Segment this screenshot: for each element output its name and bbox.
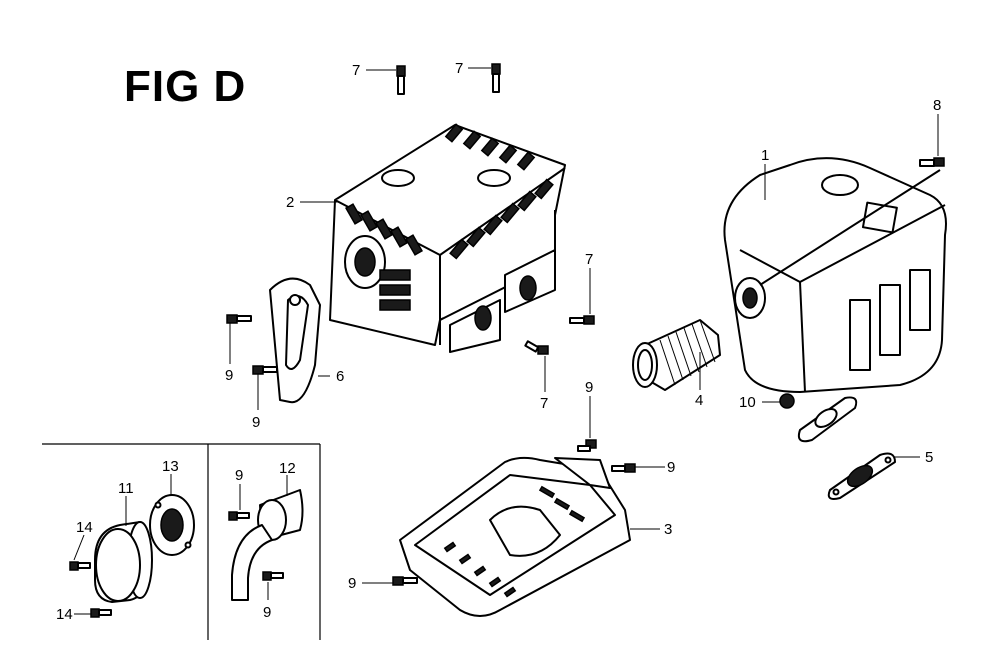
muffler-flange-part	[797, 396, 858, 443]
callout-7: 7	[352, 62, 360, 79]
bolt-9d	[611, 463, 636, 473]
base-plate-part	[399, 456, 631, 617]
bolt-9c	[577, 439, 597, 452]
callout-14: 14	[76, 519, 93, 536]
callout-13: 13	[162, 458, 179, 475]
bolt-9f	[228, 511, 250, 521]
callout-9: 9	[348, 575, 356, 592]
callout-7: 7	[540, 395, 548, 412]
bolt-9a	[226, 314, 252, 324]
callout-11: 11	[118, 480, 134, 497]
bolt-7b	[491, 63, 501, 93]
inset-frame	[42, 443, 321, 640]
callout-9: 9	[252, 414, 260, 431]
nut-10	[779, 393, 795, 409]
bolt-7a	[396, 65, 406, 95]
bolt-8	[919, 157, 945, 167]
callout-labels: 7 7 8 1 2 7 9 6 9 7 4 10 9 9 5 3 9 13 11…	[56, 60, 941, 623]
bolt-14b	[90, 608, 112, 618]
bolt-9b	[252, 365, 278, 375]
protector-vents	[345, 123, 554, 260]
bolt-7d	[524, 340, 549, 355]
callout-8: 8	[933, 97, 941, 114]
bolt-7c	[569, 315, 595, 325]
bolt-14a	[69, 561, 91, 571]
flange-gasket-part	[149, 494, 195, 556]
bolt-9g	[262, 571, 284, 581]
exhaust-guard-part	[269, 277, 321, 404]
callout-9: 9	[585, 379, 593, 396]
base-plate-slots	[443, 485, 586, 598]
gasket-part	[827, 452, 896, 500]
muffler-cover-part	[94, 521, 153, 603]
callout-12: 12	[279, 460, 296, 477]
spark-arrester-part	[632, 319, 721, 391]
callout-7: 7	[585, 251, 593, 268]
callout-10: 10	[739, 394, 756, 411]
bolts	[69, 63, 945, 618]
callout-5: 5	[925, 449, 933, 466]
callout-2: 2	[286, 194, 294, 211]
callout-14: 14	[56, 606, 73, 623]
callout-9: 9	[667, 459, 675, 476]
callout-1: 1	[761, 147, 769, 164]
callout-3: 3	[664, 521, 672, 538]
callout-7: 7	[455, 60, 463, 77]
callout-9: 9	[263, 604, 271, 621]
exhaust-pipe-part	[231, 489, 304, 601]
muffler-protector-part	[329, 123, 566, 353]
callout-9: 9	[235, 467, 243, 484]
callout-4: 4	[695, 392, 703, 409]
callout-9: 9	[225, 367, 233, 384]
bolt-9e	[392, 576, 418, 586]
leader-lines	[73, 67, 939, 615]
callout-6: 6	[336, 368, 344, 385]
figure-title: FIG D	[124, 62, 247, 111]
muffler-part	[723, 157, 947, 393]
